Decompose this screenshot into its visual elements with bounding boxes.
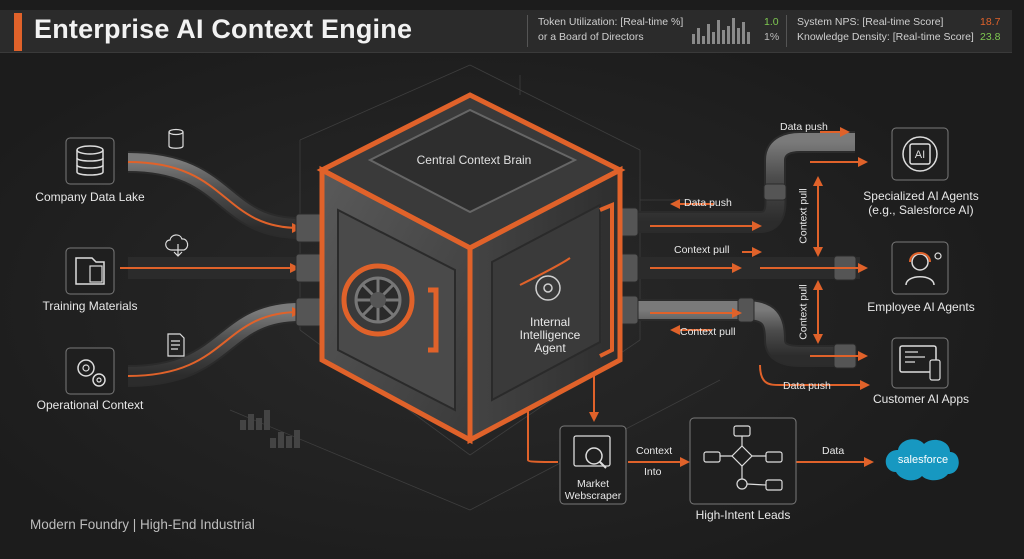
- token-value-1: 1.0: [764, 16, 779, 28]
- cloud-download-icon: [165, 234, 189, 257]
- output-pipes: [611, 131, 860, 369]
- document-icon: [167, 333, 185, 357]
- header-accent: [14, 13, 22, 51]
- context-pull-vertical-1: Context pull: [797, 188, 810, 244]
- input-pipes: [120, 151, 323, 387]
- density-value: 23.8: [980, 31, 1001, 43]
- header-bar: [0, 10, 1012, 53]
- knowledge-density-label: Knowledge Density: [Real-time Score]: [797, 31, 974, 43]
- data-label: Data: [822, 445, 845, 457]
- svg-text:AI: AI: [915, 149, 925, 161]
- token-value-2: 1%: [764, 31, 780, 43]
- system-nps-label: System NPS: [Real-time Score]: [797, 16, 944, 28]
- into-label: Into: [644, 466, 662, 478]
- brain-label: Central Context Brain: [416, 153, 532, 167]
- operational-context-icon: [65, 347, 115, 395]
- leads-flowchart-icon: [689, 417, 797, 505]
- sparkline-bars-icon: [692, 18, 750, 44]
- central-cube: [316, 92, 626, 445]
- database-small-icon: [168, 128, 184, 149]
- nps-value: 18.7: [980, 16, 1001, 28]
- data-lake-label: Company Data Lake: [35, 190, 145, 204]
- header-divider-2: [786, 15, 787, 47]
- training-label: Training Materials: [42, 299, 138, 313]
- customer-app-icon: [891, 337, 949, 389]
- context-pull-vertical-2: Context pull: [797, 284, 810, 340]
- token-utilization-label: Token Utilization: [Real-time %]: [538, 16, 684, 28]
- specialized-agents-label: Specialized AI Agents(e.g., Salesforce A…: [863, 189, 979, 217]
- salesforce-text: salesforce: [897, 454, 949, 466]
- data-lake-icon: [65, 137, 115, 185]
- employee-agents-label: Employee AI Agents: [867, 300, 975, 314]
- customer-apps-label: Customer AI Apps: [872, 392, 970, 406]
- data-push-top: Data push: [780, 121, 828, 133]
- data-push-bottom: Data push: [783, 380, 831, 392]
- operational-label: Operational Context: [36, 398, 144, 412]
- context-label: Context: [636, 445, 673, 457]
- webscraper-box: [559, 425, 627, 505]
- context-pull-low: Context pull: [680, 326, 736, 338]
- salesforce-logo: [885, 439, 959, 481]
- blueprint-sketch: [240, 410, 300, 448]
- board-label: or a Board of Directors: [538, 31, 644, 43]
- ai-chip-icon: AI: [891, 127, 949, 181]
- context-pull-mid: Context pull: [674, 244, 730, 256]
- page-title: Enterprise AI Context Engine: [34, 14, 413, 44]
- footer-text: Modern Foundry | High-End Industrial: [30, 517, 255, 532]
- data-push-mid: Data push: [684, 197, 732, 209]
- leads-label: High-Intent Leads: [695, 508, 791, 522]
- employee-agent-icon: [891, 241, 949, 295]
- header-divider: [527, 15, 528, 47]
- training-materials-icon: [65, 247, 115, 295]
